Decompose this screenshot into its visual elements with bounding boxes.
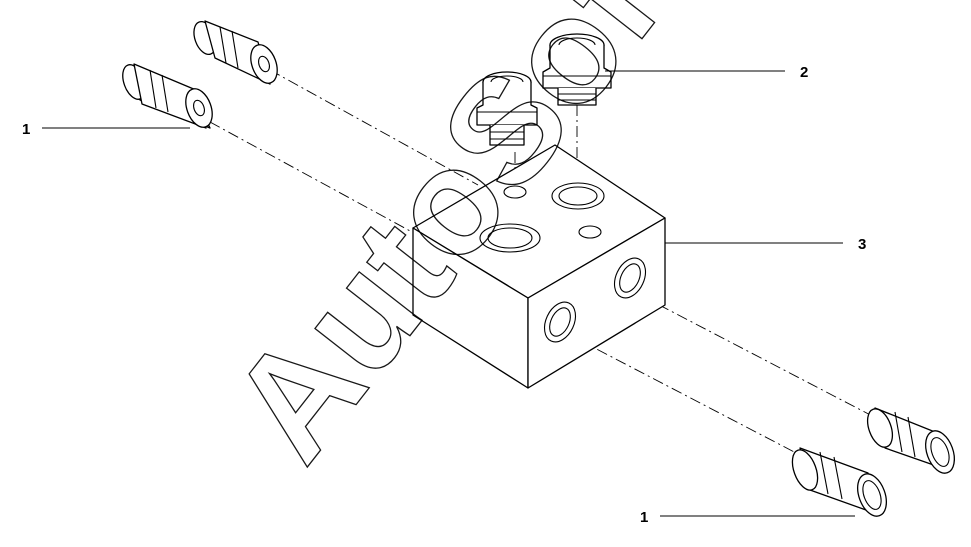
- block-right-face: [527, 217, 666, 389]
- plug-fitting-upper-back: [193, 20, 278, 85]
- callout-part-1-upper: 1: [22, 121, 30, 138]
- plug-fitting-lower-front: [791, 447, 887, 517]
- callout-part-3: 3: [858, 236, 866, 253]
- plug-fitting-upper-front: [122, 63, 213, 129]
- manifold-block: [412, 144, 666, 389]
- adapter-fitting-right: [542, 33, 612, 106]
- adapter-fitting-left: [476, 71, 538, 146]
- callout-part-1-lower: 1: [640, 509, 648, 526]
- plug-fitting-lower-back: [866, 407, 955, 474]
- callout-part-2: 2: [800, 64, 808, 81]
- leader-lines: [42, 70, 855, 517]
